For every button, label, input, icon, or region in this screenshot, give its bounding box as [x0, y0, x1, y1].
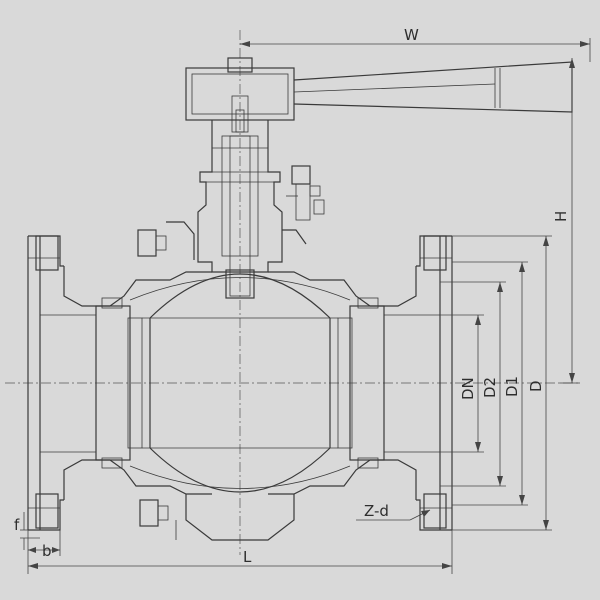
- center-lines: [5, 30, 580, 555]
- bonnet: [197, 120, 325, 299]
- left-flange-bolt-top: [35, 235, 59, 271]
- bore-and-ball: [40, 273, 440, 493]
- lever-hub: [185, 67, 295, 121]
- dim-label-d2: D2: [481, 377, 499, 398]
- valve-body: [27, 235, 453, 541]
- dim-label-b: b: [42, 542, 52, 560]
- dimensions: W H DN D2 D1 D: [14, 26, 591, 574]
- top-bolts: [137, 221, 307, 260]
- dim-label-h: H: [552, 211, 570, 222]
- dim-label-l: L: [243, 548, 252, 566]
- dim-label-zd: Z-d: [364, 502, 389, 520]
- ball-bottom-arc: [149, 447, 331, 493]
- right-flange-bolt-top: [423, 235, 447, 271]
- dim-label-f: f: [14, 516, 20, 534]
- dim-label-d1: D1: [503, 376, 521, 397]
- w-arrow-left: [240, 41, 250, 47]
- lever-handle: [185, 57, 573, 133]
- dim-label-d: D: [527, 380, 545, 392]
- dim-label-dn: DN: [459, 377, 477, 400]
- w-arrow-right: [580, 41, 590, 47]
- left-flange-bolt-bottom: [35, 493, 59, 529]
- dim-label-w: W: [404, 26, 419, 44]
- ball-top-arc: [149, 273, 331, 319]
